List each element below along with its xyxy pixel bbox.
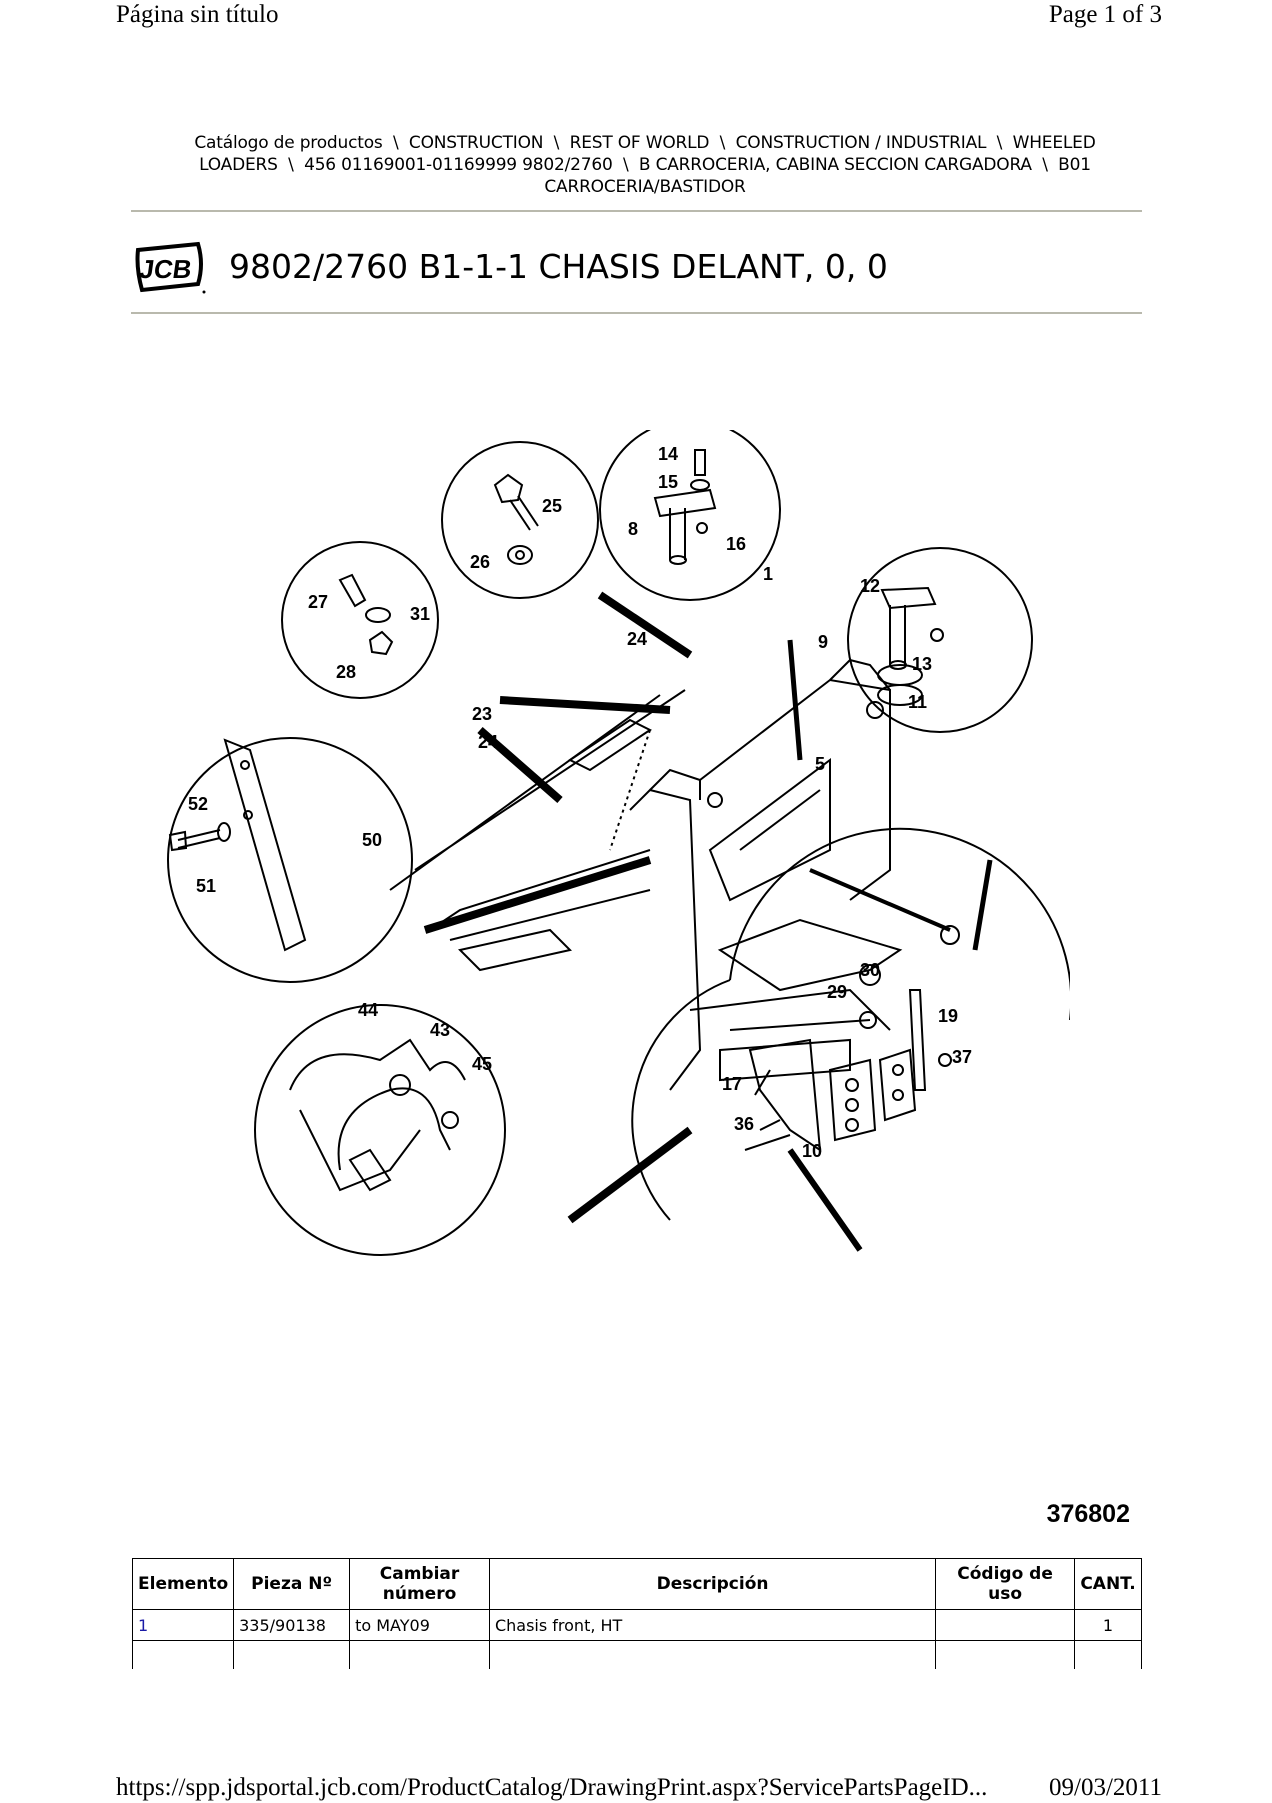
empty-cell bbox=[349, 1640, 490, 1669]
divider-top bbox=[131, 210, 1142, 212]
callout-13: 13 bbox=[912, 654, 932, 674]
leader-bar bbox=[972, 859, 993, 951]
callout-10: 10 bbox=[802, 1141, 822, 1161]
callout-43: 43 bbox=[430, 1020, 450, 1040]
callout-26: 26 bbox=[470, 552, 490, 572]
callout-15: 15 bbox=[658, 472, 678, 492]
jcb-logo: JCB bbox=[135, 241, 206, 294]
callout-11: 11 bbox=[908, 692, 927, 712]
callout-24b: 24 bbox=[478, 732, 498, 752]
callout-14: 14 bbox=[658, 444, 678, 464]
empty-cell bbox=[233, 1640, 351, 1669]
breadcrumb-line-1[interactable]: Catálogo de productos \ CONSTRUCTION \ R… bbox=[194, 133, 1096, 153]
callout-5: 5 bbox=[815, 754, 825, 774]
detail-clamp-43-44-45 bbox=[254, 1004, 506, 1256]
callout-50: 50 bbox=[362, 830, 382, 850]
callout-30: 30 bbox=[860, 960, 880, 980]
table-row-empty bbox=[131, 1640, 1143, 1669]
callout-12: 12 bbox=[860, 576, 880, 596]
empty-cell bbox=[1073, 1640, 1143, 1669]
callout-36: 36 bbox=[734, 1114, 754, 1134]
breadcrumb: Catálogo de productos \ CONSTRUCTION \ R… bbox=[185, 132, 1105, 198]
detail-bolt-25-26 bbox=[441, 441, 599, 599]
header-codigo-de-uso: Código de uso bbox=[935, 1558, 1075, 1610]
detail-pin-14-15-16-8 bbox=[599, 430, 781, 601]
detail-plate-50-51-52 bbox=[167, 737, 413, 983]
cell-pieza: 335/90138 bbox=[233, 1609, 351, 1641]
page-title: 9802/2760 B1-1-1 CHASIS DELANT, 0, 0 bbox=[229, 247, 888, 286]
callout-17: 17 bbox=[722, 1074, 742, 1094]
cell-descripcion: Chasis front, HT bbox=[488, 1609, 937, 1641]
detail-pin-12-13-9-11 bbox=[847, 547, 1033, 733]
leader-bar bbox=[597, 591, 693, 659]
chassis-frame bbox=[389, 658, 960, 1091]
callout-8: 8 bbox=[628, 519, 638, 539]
print-header: Página sin título Page 1 of 3 bbox=[116, 0, 1162, 30]
detail-bolt-27-28-31 bbox=[281, 541, 439, 699]
callout-19: 19 bbox=[938, 1006, 958, 1026]
callout-9: 9 bbox=[818, 632, 828, 652]
header-descripcion: Descripción bbox=[488, 1558, 937, 1610]
breadcrumb-line-3[interactable]: CARROCERIA/BASTIDOR bbox=[544, 177, 746, 197]
callout-44: 44 bbox=[358, 1000, 378, 1020]
leader-bar bbox=[477, 726, 563, 804]
print-date: 09/03/2011 bbox=[1049, 1774, 1162, 1801]
leader-bar bbox=[423, 856, 652, 934]
callout-1: 1 bbox=[763, 564, 773, 584]
leader-bar bbox=[787, 639, 803, 761]
callout-52: 52 bbox=[188, 794, 208, 814]
callout-23: 23 bbox=[472, 704, 492, 724]
callout-45: 45 bbox=[472, 1054, 492, 1074]
leader-bar bbox=[787, 1148, 863, 1252]
print-url: https://spp.jdsportal.jcb.com/ProductCat… bbox=[116, 1774, 988, 1801]
cell-elemento[interactable]: 1 bbox=[131, 1609, 235, 1641]
callout-29: 29 bbox=[827, 982, 847, 1002]
leader-bar bbox=[567, 1126, 693, 1224]
callout-28: 28 bbox=[336, 662, 356, 682]
print-page-title: Página sin título bbox=[116, 1, 279, 28]
print-page-count: Page 1 of 3 bbox=[1048, 1, 1162, 28]
callout-37: 37 bbox=[952, 1047, 972, 1067]
header-cant: CANT. bbox=[1073, 1558, 1143, 1610]
parts-table: Elemento Pieza Nº Cambiar número Descrip… bbox=[131, 1558, 1143, 1669]
divider-bottom bbox=[131, 312, 1142, 314]
callout-25: 25 bbox=[542, 496, 562, 516]
cell-codigo bbox=[935, 1609, 1075, 1641]
empty-cell bbox=[488, 1640, 937, 1669]
callout-16: 16 bbox=[726, 534, 746, 554]
breadcrumb-line-2[interactable]: LOADERS \ 456 01169001-01169999 9802/276… bbox=[199, 155, 1091, 175]
cell-cambiar: to MAY09 bbox=[349, 1609, 490, 1641]
cell-cant: 1 bbox=[1073, 1609, 1143, 1641]
empty-cell bbox=[131, 1640, 235, 1669]
parts-exploded-drawing: 25 26 14 15 8 16 27 31 28 12 9 13 11 1 2… bbox=[167, 430, 1070, 1256]
print-footer: https://spp.jdsportal.jcb.com/ProductCat… bbox=[116, 1773, 1162, 1803]
header-elemento: Elemento bbox=[131, 1558, 235, 1610]
header-pieza: Pieza Nº bbox=[233, 1558, 351, 1610]
callout-31: 31 bbox=[410, 604, 430, 624]
empty-cell bbox=[935, 1640, 1075, 1669]
callout-24a: 24 bbox=[627, 629, 647, 649]
table-header-row: Elemento Pieza Nº Cambiar número Descrip… bbox=[131, 1558, 1143, 1610]
table-row: 1 335/90138 to MAY09 Chasis front, HT 1 bbox=[131, 1609, 1143, 1641]
jcb-logo-text: JCB bbox=[138, 254, 194, 284]
callout-51: 51 bbox=[196, 876, 216, 896]
callout-27: 27 bbox=[308, 592, 328, 612]
header-cambiar-numero: Cambiar número bbox=[349, 1558, 490, 1610]
drawing-reference-number: 376802 bbox=[1046, 1500, 1130, 1528]
detail-block-29-30-19-17-36-10-37 bbox=[631, 827, 1070, 1221]
